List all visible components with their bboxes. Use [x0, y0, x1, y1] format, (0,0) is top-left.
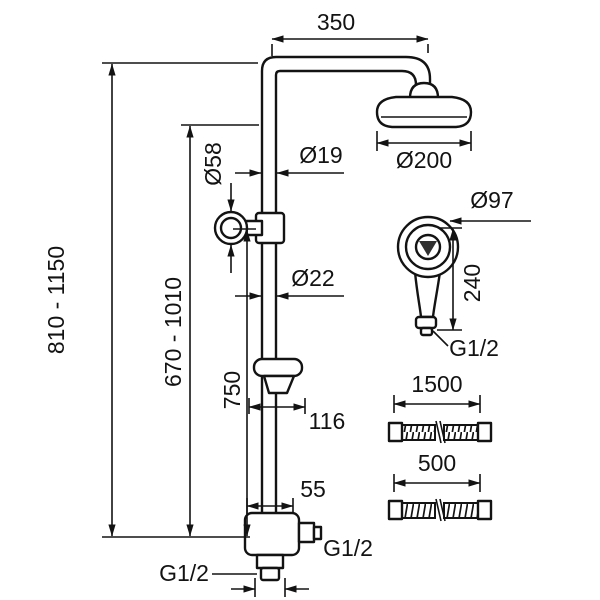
hand-shower: [396, 215, 460, 337]
hand-shower-nut: [419, 326, 434, 337]
hose-short-braid-left: [401, 502, 436, 519]
hose-long: [387, 420, 493, 444]
leader-line: [432, 330, 449, 347]
dim-offset-55: 55: [246, 476, 326, 514]
hose-long-fitting-right: [476, 421, 493, 443]
dim-hose-1500: 1500: [393, 371, 481, 413]
label-valve-side-thread: G1/2: [323, 535, 373, 561]
wall-bracket: [213, 210, 286, 246]
dim-head-200: Ø200: [376, 131, 472, 173]
shower-column: [260, 55, 432, 520]
dim-flange-58: Ø58: [200, 142, 235, 273]
mixer-valve: [243, 511, 323, 582]
dim-valve-bottom-width: [231, 578, 309, 597]
label-hand-thread: G1/2: [432, 330, 499, 361]
shower-head: [375, 81, 473, 129]
hose-short: [387, 498, 493, 522]
dim-inner-height: 670 - 1010: [160, 124, 259, 537]
valve-side-nipple: [312, 525, 323, 541]
head-ball-joint: [408, 81, 440, 100]
dim-label-hand-diameter: Ø97: [470, 187, 513, 213]
dim-label-inner-height: 670 - 1010: [160, 277, 186, 387]
extension-lines: [102, 62, 258, 538]
dim-overall-height: 810 - 1150: [43, 62, 258, 538]
dim-label-hose-long: 1500: [411, 371, 462, 397]
wall-flange-outer: [213, 210, 249, 246]
slider-holder: [252, 357, 304, 395]
dim-column-750: 750: [219, 228, 256, 537]
hand-shower-cap: [414, 315, 438, 330]
dim-label-overall-height: 810 - 1150: [43, 246, 69, 354]
column-pipe-inner: [274, 69, 418, 520]
holder-cone: [262, 374, 296, 395]
label-valve-bottom-thread: G1/2: [159, 560, 257, 586]
hose-long-braid-left: [401, 424, 436, 441]
dim-label-head-diameter: Ø200: [396, 147, 452, 173]
dim-label-valve-offset: 55: [300, 476, 326, 502]
dim-label-pipe-upper: Ø19: [299, 142, 342, 168]
hose-short-braid-right: [443, 502, 479, 519]
valve-side-thread-label: G1/2: [323, 535, 373, 561]
hand-thread-label: G1/2: [449, 335, 499, 361]
hose-long-fitting-left: [387, 421, 404, 443]
dim-hand-97: Ø97: [449, 187, 531, 225]
dim-holder-116: 116: [248, 398, 346, 434]
valve-bottom-connector: [255, 553, 285, 570]
dim-pipe-22: Ø22: [235, 265, 344, 300]
dim-arm-350: 350: [271, 9, 429, 56]
hose-short-fitting-left: [387, 499, 404, 521]
valve-bottom-thread-label: G1/2: [159, 560, 209, 586]
dim-label-350: 350: [317, 9, 355, 35]
dim-label-holder-depth: 116: [309, 408, 346, 434]
hose-short-break-lines: [435, 498, 446, 522]
head-body: [375, 95, 473, 129]
dim-label-flange-diameter: Ø58: [200, 142, 226, 185]
valve-side-outlet: [297, 521, 316, 544]
dim-label-column-length: 750: [219, 371, 245, 409]
dim-hose-500: 500: [393, 450, 481, 492]
valve-bottom-nipple: [259, 566, 281, 582]
hand-shower-handle: [413, 270, 442, 319]
dim-hand-240: 240: [437, 227, 485, 331]
dim-label-pipe-lower: Ø22: [291, 265, 334, 291]
extension-lines: [271, 44, 429, 56]
bracket-arm: [244, 219, 264, 237]
wall-flange-inner: [219, 216, 243, 240]
valve-body: [243, 511, 301, 557]
brand-logo-icon: [419, 241, 437, 256]
dim-pipe-19: Ø19: [235, 142, 344, 177]
hose-short-fitting-right: [476, 499, 493, 521]
hose-long-break-lines: [435, 420, 446, 444]
hose-long-braid-right: [443, 424, 479, 441]
dim-label-hand-length: 240: [459, 264, 485, 302]
column-pipe-outer: [260, 55, 432, 520]
holder-bar: [252, 357, 304, 378]
hand-shower-face: [414, 233, 442, 261]
dim-label-hose-short: 500: [418, 450, 456, 476]
